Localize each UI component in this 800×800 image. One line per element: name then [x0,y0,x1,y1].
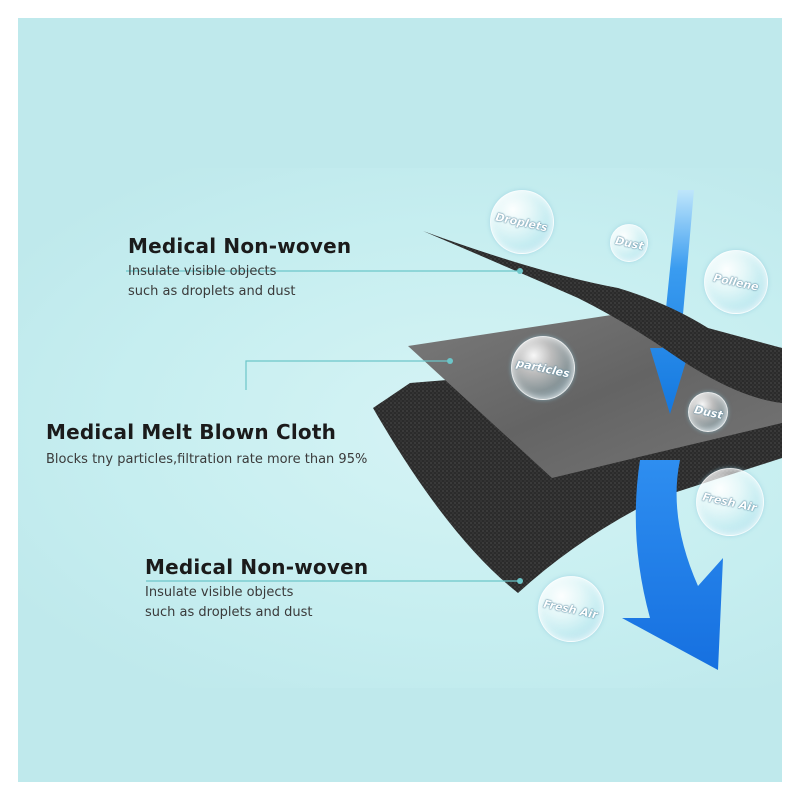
callout-melt-blown-layer: Medical Melt Blown Cloth Blocks tny part… [46,420,367,470]
bubble-label: Fresh Air [701,489,759,515]
callout-description-line: Insulate visible objects [128,264,277,279]
top-nonwoven-layer [423,231,782,403]
airflow-arrow-main [622,460,723,670]
bubble-label: Pollene [712,270,760,294]
dust-bubble-top: Dust [610,224,648,262]
dust-bubble-mid: Dust [688,392,728,432]
bubble-label: particles [515,356,571,380]
pollene-bubble: Pollene [704,250,768,314]
callout-description-line: such as droplets and dust [128,284,296,299]
leader-lines [126,270,518,582]
callout-description-line: Insulate visible objects [145,585,294,600]
particles-bubble: particles [511,336,575,400]
leader-dots [447,268,523,584]
bubble-label: Dust [613,233,645,253]
mask-layers-graphic [126,190,782,670]
fresh-air-bubble-bottom: Fresh Air [538,576,604,642]
bubble-label: Dust [692,402,724,422]
callout-title: Medical Non-woven [128,234,352,258]
product-illustration: Medical Non-woven Insulate visible objec… [18,18,782,782]
callout-title: Medical Melt Blown Cloth [46,420,337,444]
callout-inner-layer: Medical Non-woven Insulate visible objec… [145,555,368,623]
callout-outer-layer: Medical Non-woven Insulate visible objec… [128,234,351,302]
bubble-label: Droplets [494,210,550,234]
leader-dot-top [517,268,523,274]
droplets-bubble: Droplets [490,190,554,254]
leader-line-mid [245,360,448,390]
leader-dot-mid [447,358,453,364]
callout-description-line: Blocks tny particles,filtration rate mor… [46,452,368,467]
callout-description-line: such as droplets and dust [145,605,313,620]
fresh-air-bubble-right: Fresh Air [696,468,764,536]
leader-dot-bottom [517,578,523,584]
callout-title: Medical Non-woven [145,555,369,579]
bubble-label: Fresh Air [542,596,600,622]
